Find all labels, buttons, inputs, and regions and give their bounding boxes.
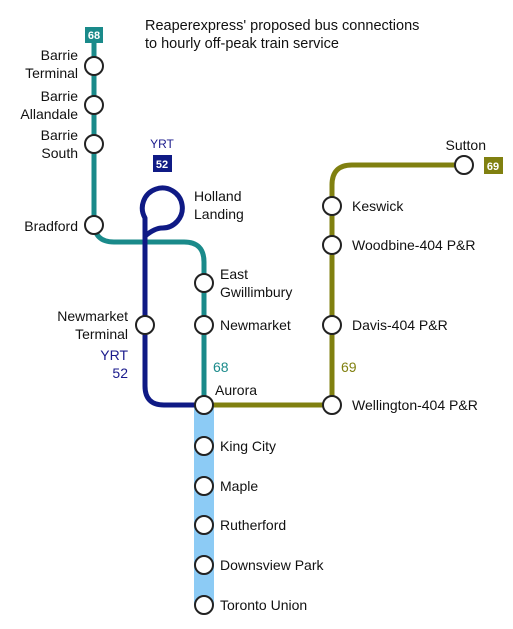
route-52-label-line-2: 52 <box>112 365 128 381</box>
map-title-line-1: Reaperexpress' proposed bus connections <box>145 18 419 34</box>
stop-bradford <box>84 215 104 235</box>
label-wellington: Wellington-404 P&R <box>352 397 478 413</box>
route-52-badge-caption: YRT <box>150 137 174 151</box>
label-woodbine: Woodbine-404 P&R <box>352 237 475 253</box>
svg-text:68: 68 <box>88 30 100 42</box>
route-69-label: 69 <box>341 359 357 375</box>
route-69-line <box>204 162 464 408</box>
svg-text:69: 69 <box>487 161 499 173</box>
stop-aurora <box>194 395 214 415</box>
stop-newmarket <box>194 315 214 335</box>
label-toronto-union: Toronto Union <box>220 597 307 613</box>
label-newmarket-terminal-2: Terminal <box>75 326 128 342</box>
label-davis: Davis-404 P&R <box>352 317 448 333</box>
label-east-gwillimbury-2: Gwillimbury <box>220 284 292 300</box>
stop-keswick <box>322 196 342 216</box>
route-52-line <box>139 185 207 408</box>
stop-sutton <box>454 155 474 175</box>
label-newmarket-terminal-1: Newmarket <box>57 308 128 324</box>
label-downsview-park: Downsview Park <box>220 557 324 573</box>
route-68-badge: 68 <box>85 27 103 43</box>
label-barrie-terminal-2: Terminal <box>25 65 78 81</box>
label-aurora: Aurora <box>215 382 257 398</box>
label-east-gwillimbury-1: East <box>220 266 248 282</box>
label-holland-landing-1: Holland <box>194 188 241 204</box>
label-barrie-south-1: Barrie <box>41 127 79 143</box>
label-bradford: Bradford <box>24 218 78 234</box>
route-68-label: 68 <box>213 359 229 375</box>
stop-newmarket-terminal <box>135 315 155 335</box>
stop-barrie-south <box>84 134 104 154</box>
route-52-label-line-1: YRT <box>100 347 128 363</box>
stop-davis <box>322 315 342 335</box>
label-sutton: Sutton <box>446 137 486 153</box>
label-keswick: Keswick <box>352 198 404 214</box>
label-king-city: King City <box>220 438 276 454</box>
label-newmarket: Newmarket <box>220 317 291 333</box>
svg-text:52: 52 <box>156 159 168 171</box>
route-52-badge: YRT 52 <box>150 137 175 172</box>
stop-maple <box>194 476 214 496</box>
stop-downsview-park <box>194 555 214 575</box>
stop-rutherford <box>194 515 214 535</box>
stop-woodbine <box>322 235 342 255</box>
map-title-line-2: to hourly off-peak train service <box>145 36 339 52</box>
label-maple: Maple <box>220 478 258 494</box>
label-holland-landing-2: Landing <box>194 206 244 222</box>
route-69-badge: 69 <box>484 157 503 174</box>
label-barrie-allandale-1: Barrie <box>41 88 79 104</box>
stop-toronto-union <box>194 595 214 615</box>
label-barrie-south-2: South <box>41 145 78 161</box>
stop-east-gwillimbury <box>194 273 214 293</box>
stop-barrie-terminal <box>84 56 104 76</box>
label-barrie-terminal-1: Barrie <box>41 47 79 63</box>
label-rutherford: Rutherford <box>220 517 286 533</box>
label-barrie-allandale-2: Allandale <box>20 106 78 122</box>
stop-king-city <box>194 436 214 456</box>
stop-barrie-allandale <box>84 95 104 115</box>
stop-wellington <box>322 395 342 415</box>
